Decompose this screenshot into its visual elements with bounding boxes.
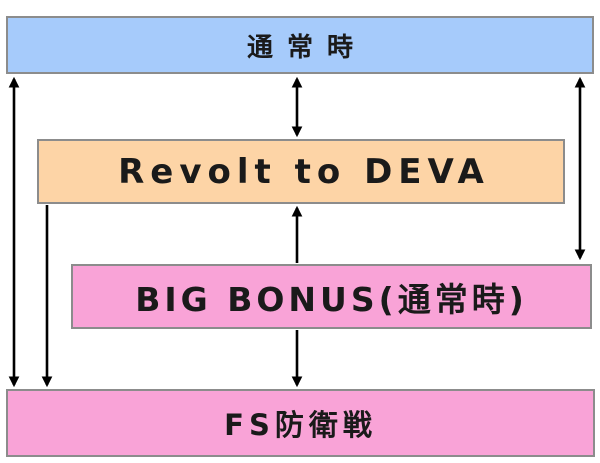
node-normal: 通常時: [6, 16, 594, 74]
node-big-bonus-label: BIG BONUS(通常時): [135, 279, 528, 319]
node-revolt-to-deva: Revolt to DEVA: [37, 139, 565, 204]
node-fs-defense: FS防衛戦: [6, 389, 595, 457]
node-fs-label: FS防衛戦: [224, 408, 377, 442]
node-big-bonus: BIG BONUS(通常時): [71, 264, 592, 329]
node-revolt-label: Revolt to DEVA: [118, 151, 490, 192]
node-normal-label: 通常時: [246, 32, 367, 63]
